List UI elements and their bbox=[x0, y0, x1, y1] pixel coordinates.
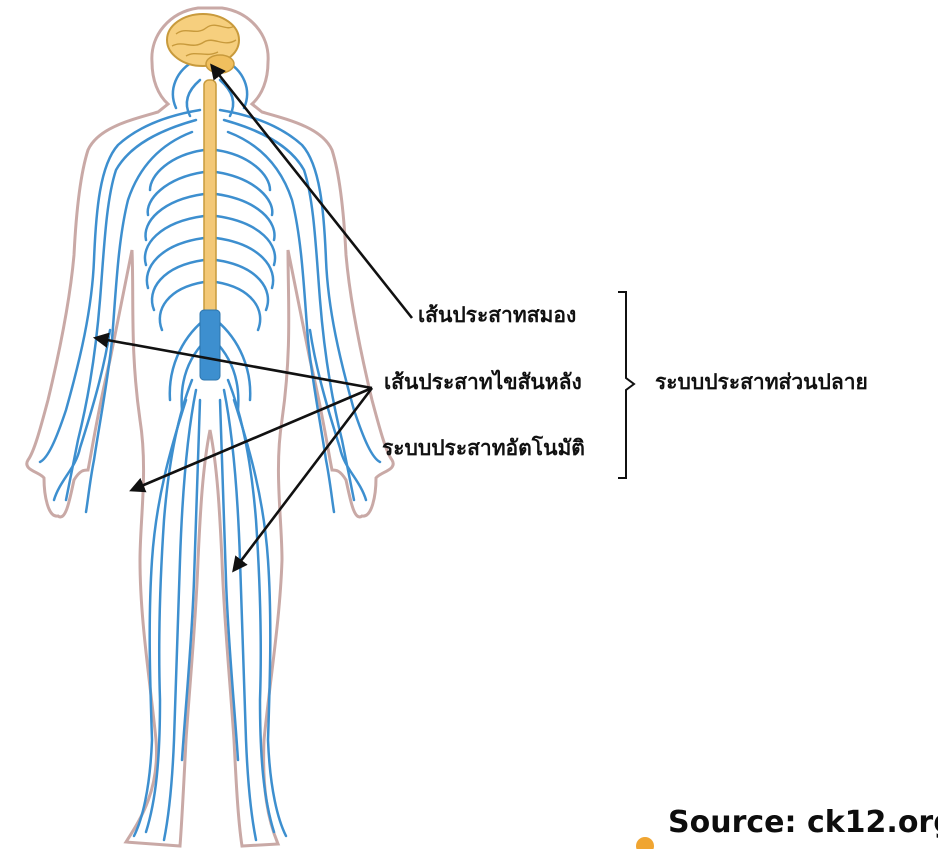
cerebellum bbox=[206, 55, 234, 73]
label-cranial-nerves: เส้นประสาทสมอง bbox=[418, 305, 576, 326]
label-autonomic-ns: ระบบประสาทอัตโนมัติ bbox=[382, 438, 585, 459]
cauda-equina bbox=[200, 310, 220, 380]
source-credit: Source: ck12.org bbox=[668, 808, 938, 838]
peripheral-bracket bbox=[618, 292, 634, 478]
label-spinal-nerves: เส้นประสาทไขสันหลัง bbox=[384, 372, 582, 393]
orange-dot-icon bbox=[636, 837, 654, 849]
spinal-cord bbox=[204, 80, 216, 320]
label-peripheral-ns: ระบบประสาทส่วนปลาย bbox=[655, 372, 868, 393]
